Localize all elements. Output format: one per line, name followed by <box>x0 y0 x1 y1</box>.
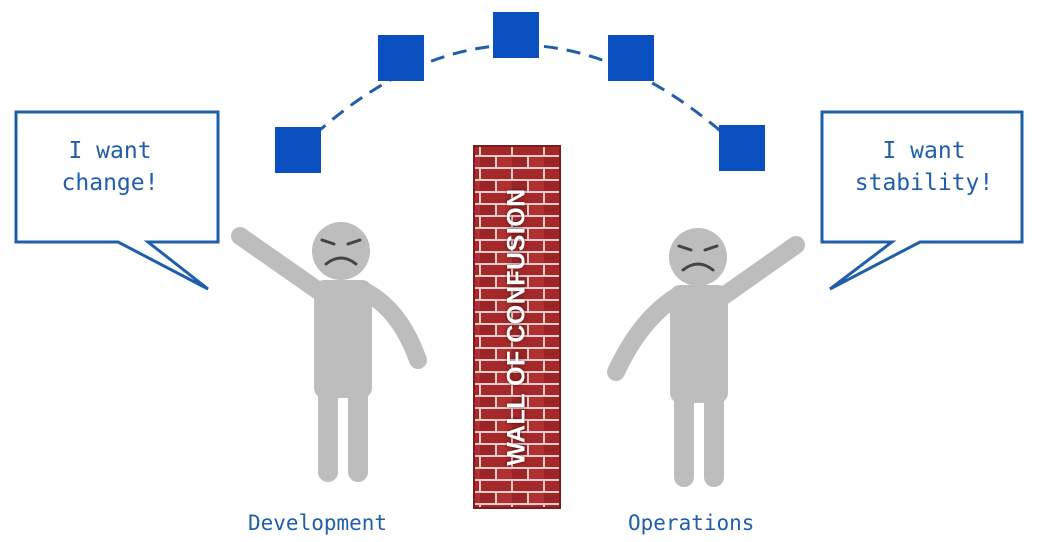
block-5 <box>719 125 765 171</box>
operations-label: Operations <box>628 511 755 535</box>
ops-speech-bubble <box>820 110 1024 291</box>
ops-bubble-text: I want stability! <box>834 135 1014 199</box>
dev-bubble-line2: change! <box>61 170 159 196</box>
handoff-arc <box>296 43 744 152</box>
dev-speech-bubble <box>14 110 220 291</box>
sad-face-icon <box>312 222 370 280</box>
block-4 <box>608 35 654 81</box>
dev-bubble-line1: I want <box>68 138 152 164</box>
wall-label: WALL OF CONFUSION <box>502 188 531 466</box>
block-2 <box>378 35 424 81</box>
developer-figure <box>231 227 427 482</box>
block-1 <box>275 127 321 173</box>
ops-bubble-line2: stability! <box>854 170 994 196</box>
dev-bubble-text: I want change! <box>40 135 180 199</box>
brick-wall <box>474 146 560 508</box>
sad-face-icon <box>669 228 727 286</box>
development-label: Development <box>248 511 388 535</box>
operator-figure <box>607 236 805 487</box>
ops-bubble-line1: I want <box>882 138 966 164</box>
block-3 <box>493 12 539 58</box>
